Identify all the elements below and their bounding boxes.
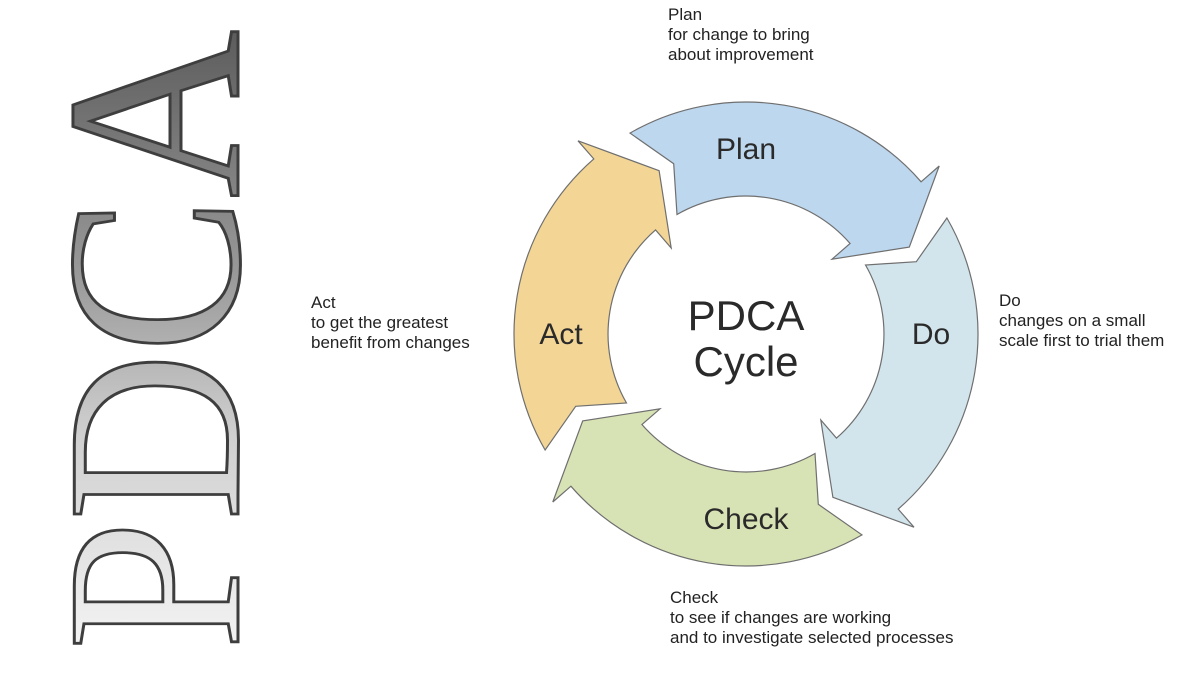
act-note-line-2: benefit from changes xyxy=(311,333,470,352)
segment-check-arrow xyxy=(552,407,864,567)
center-title-line-2: Cycle xyxy=(693,338,798,385)
do-note-line-2: scale first to trial them xyxy=(999,331,1165,350)
act-note-line-1: to get the greatest xyxy=(311,313,449,332)
check-note-heading: Check xyxy=(670,588,719,607)
plan-note-line-1: for change to bring xyxy=(668,25,810,44)
pdca-vertical-title: PDCA xyxy=(15,29,261,652)
do-note-line-1: changes on a small xyxy=(999,311,1146,330)
segment-act-arrow xyxy=(513,140,673,452)
check-note-line-1: to see if changes are working xyxy=(670,608,892,627)
segment-do-label: Do xyxy=(912,318,950,351)
segment-do-arrow xyxy=(819,216,979,528)
plan-note-heading: Plan xyxy=(668,5,703,24)
act-note-heading: Act xyxy=(311,293,336,312)
do-note-heading: Do xyxy=(999,291,1021,310)
plan-note: Plan for change to bring about improveme… xyxy=(668,5,814,65)
segment-check-label: Check xyxy=(703,503,789,536)
do-note: Do changes on a small scale first to tri… xyxy=(999,291,1164,351)
segment-act-label: Act xyxy=(539,318,583,351)
pdca-vertical-title-text: PDCA xyxy=(16,30,260,650)
plan-note-line-2: about improvement xyxy=(668,45,814,64)
check-note-line-2: and to investigate selected processes xyxy=(670,628,954,647)
segment-plan-label: Plan xyxy=(716,133,776,166)
segment-plan-arrow xyxy=(628,101,940,261)
cycle-ring xyxy=(513,101,979,567)
act-note: Act to get the greatest benefit from cha… xyxy=(311,293,470,353)
center-title-line-1: PDCA xyxy=(688,292,805,339)
check-note: Check to see if changes are working and … xyxy=(670,588,954,648)
